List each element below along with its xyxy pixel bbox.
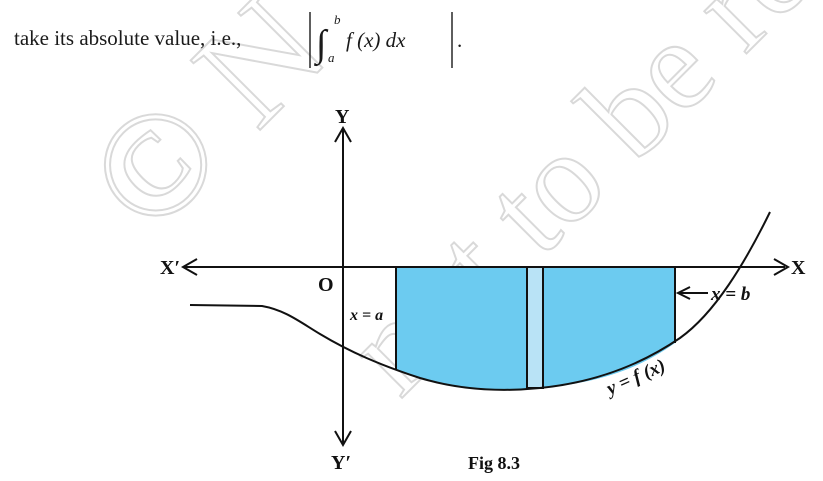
sentence-text: take its absolute value, i.e., [14,26,241,50]
axis-label-y-top: Y [335,106,350,128]
x-axis-arrow-left [180,258,198,276]
strip [526,266,544,389]
curve-f [189,211,771,391]
axis-label-y-bottom: Y′ [331,452,351,474]
body-text-line: take its absolute value, i.e., ∫ b a f (… [0,0,823,90]
x-b-pointer-arrowhead [675,286,691,300]
label-x-equals-a: x = a [349,307,383,324]
y-axis-arrow-top [334,125,352,143]
axis-label-x-left: X′ [160,257,180,279]
integral-expression: take its absolute value, i.e., ∫ b a f (… [14,12,462,68]
y-axis-arrow-bottom [334,430,352,448]
axis-label-x-right: X [791,257,806,279]
label-x-equals-b: x = b [710,284,750,305]
end-period: . [457,28,462,52]
integral-sign: ∫ [314,23,329,67]
x-axis-arrow-right [773,258,791,276]
lower-limit: a [328,50,335,65]
integrand: f (x) dx [346,28,406,52]
upper-limit: b [334,12,341,27]
figure-caption: Fig 8.3 [468,453,520,473]
origin-label: O [318,274,334,296]
